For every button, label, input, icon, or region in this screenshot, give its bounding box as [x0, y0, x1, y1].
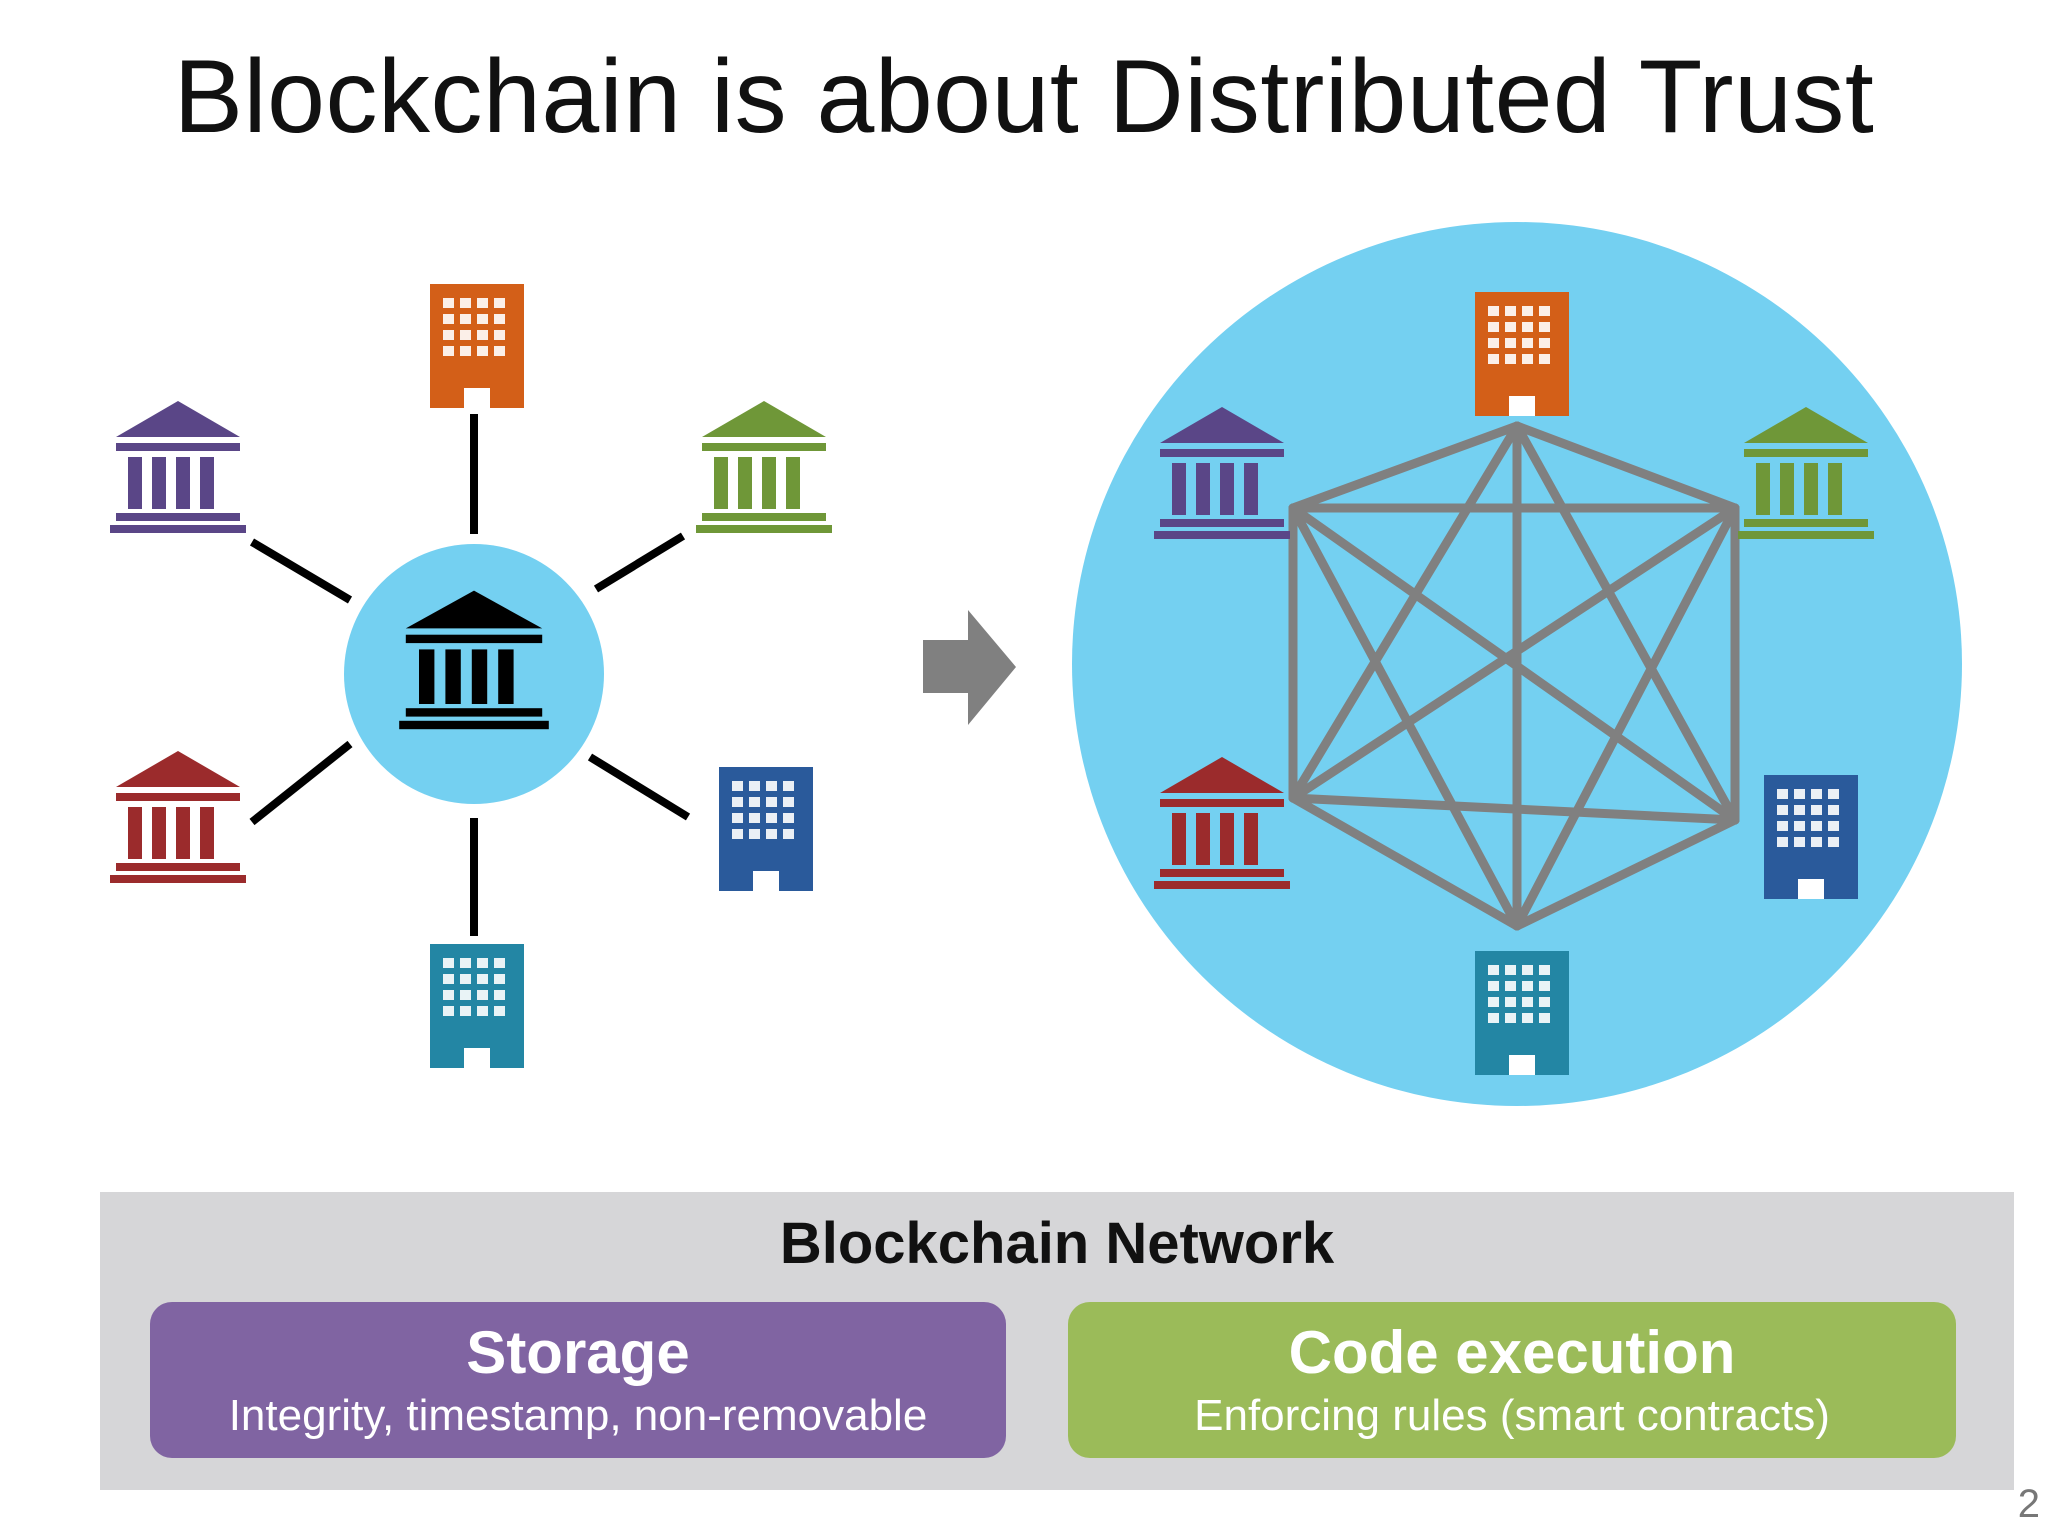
storage-subtitle: Integrity, timestamp, non-removable — [228, 1391, 928, 1440]
blue-building-icon — [719, 767, 813, 891]
spoke-lines — [249, 414, 691, 936]
orange-building-icon — [430, 284, 524, 408]
code-execution-card: Code execution Enforcing rules (smart co… — [1068, 1302, 1956, 1458]
transition-arrow — [923, 610, 1016, 725]
red-bank-icon — [110, 751, 246, 883]
network-heading: Blockchain Network — [779, 1211, 1335, 1276]
code-execution-subtitle: Enforcing rules (smart contracts) — [1194, 1391, 1830, 1440]
centralized-network — [110, 284, 832, 1068]
storage-card: Storage Integrity, timestamp, non-remova… — [150, 1302, 1006, 1458]
orange-building-icon — [1475, 292, 1569, 416]
teal-building-icon — [1475, 951, 1569, 1075]
page-number: 2 — [2017, 1482, 2040, 1526]
storage-title: Storage — [466, 1319, 690, 1386]
slide-title: Blockchain is about Distributed Trust — [173, 39, 1875, 155]
mesh-lines — [1288, 421, 1740, 931]
blue-building-icon — [1764, 775, 1858, 899]
distributed-network — [1072, 222, 1962, 1106]
code-execution-title: Code execution — [1288, 1319, 1736, 1386]
green-bank-icon — [696, 401, 832, 533]
blockchain-network-panel: Blockchain Network Storage Integrity, ti… — [100, 1192, 2014, 1490]
teal-building-icon — [430, 944, 524, 1068]
purple-bank-icon — [110, 401, 246, 533]
